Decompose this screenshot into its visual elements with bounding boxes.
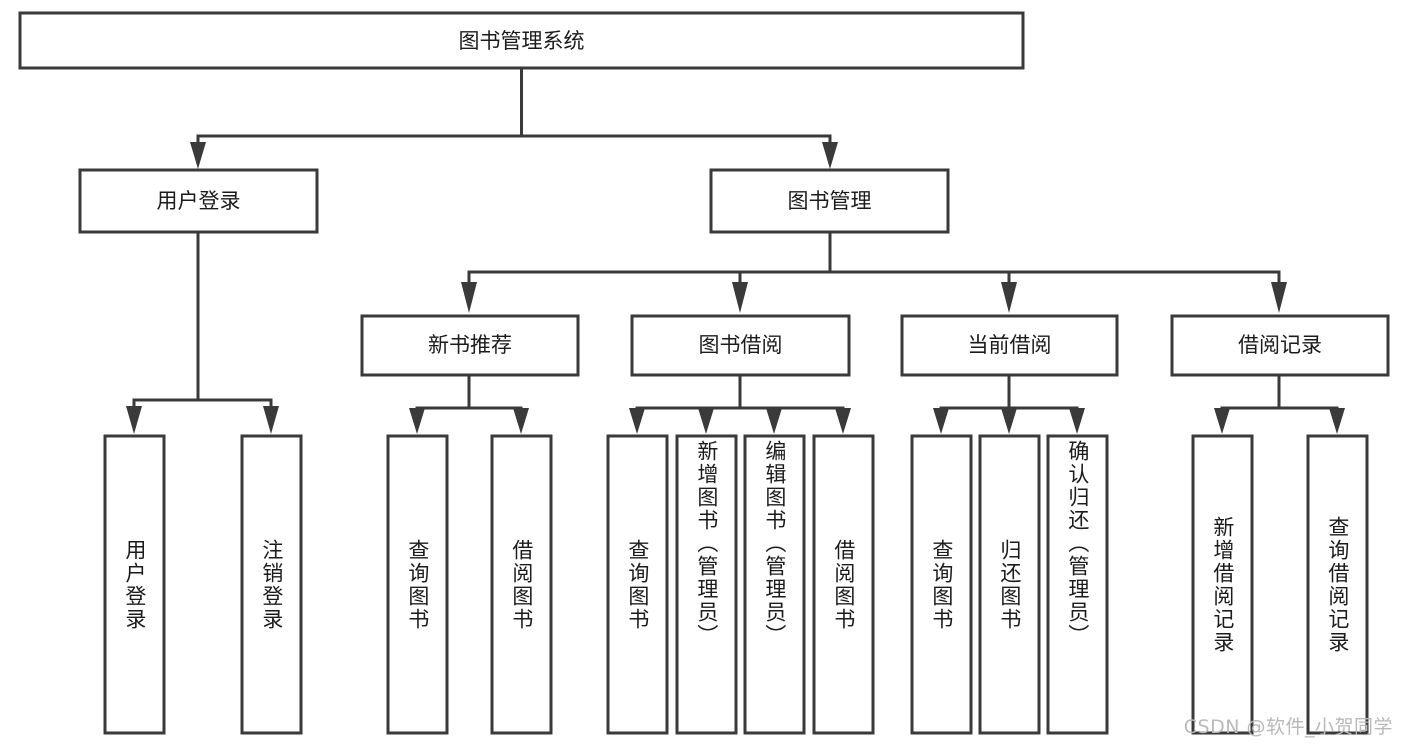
arrow-head-nbr-leaf-1 xyxy=(409,408,425,434)
leaf-box-borrow-book-2[interactable] xyxy=(812,434,875,735)
leaf-box-edit-book[interactable] xyxy=(743,434,806,735)
node-borrow-record[interactable]: 借阅记录 xyxy=(1170,314,1390,377)
node-user-login[interactable]: 用户登录 xyxy=(78,168,319,234)
node-book-manage[interactable]: 图书管理 xyxy=(709,168,950,234)
node-new-book-rec[interactable]: 新书推荐 xyxy=(360,314,580,377)
node-new-book-rec-box[interactable] xyxy=(360,314,580,377)
node-book-manage-box[interactable] xyxy=(709,168,950,234)
node-new-book-rec-label: 新书推荐 xyxy=(428,333,512,357)
leaf-box-query-record[interactable] xyxy=(1306,434,1369,735)
leaf-box-user-login[interactable] xyxy=(103,434,166,735)
node-borrow-record-label: 借阅记录 xyxy=(1238,333,1322,357)
arrow-head-cb-leaf-1 xyxy=(933,408,949,434)
leaf-box-add-record[interactable] xyxy=(1191,434,1254,735)
node-user-login-box[interactable] xyxy=(78,168,319,234)
arrow-head-br-leaf-2 xyxy=(1329,408,1345,434)
arrow-head-br-leaf-1 xyxy=(1214,408,1230,434)
arrow-head-new-book-rec xyxy=(461,282,477,313)
arrow-head-bb-leaf-4 xyxy=(835,408,851,434)
leaf-box-return-book[interactable] xyxy=(978,434,1041,735)
arrow-head-cb-leaf-2 xyxy=(1001,408,1017,434)
arrow-head-leaf-logout xyxy=(263,406,279,434)
node-user-login-label: 用户登录 xyxy=(157,189,241,213)
node-root-label: 图书管理系统 xyxy=(459,29,585,53)
leaf-box-confirm-return[interactable] xyxy=(1046,434,1109,735)
node-borrow-record-box[interactable] xyxy=(1170,314,1390,377)
node-root[interactable]: 图书管理系统 xyxy=(18,11,1025,70)
arrow-head-borrow-record xyxy=(1271,282,1287,313)
node-current-borrow-box[interactable] xyxy=(900,314,1119,377)
leaf-box-add-book[interactable] xyxy=(675,434,738,735)
node-book-borrow-label: 图书借阅 xyxy=(699,333,783,357)
arrow-head-user-login xyxy=(190,142,206,169)
node-book-borrow-box[interactable] xyxy=(630,314,851,377)
arrow-head-nbr-leaf-2 xyxy=(513,408,529,434)
leaf-box-query-book-3[interactable] xyxy=(910,434,973,735)
arrow-head-book-borrow xyxy=(732,282,748,313)
node-book-borrow[interactable]: 图书借阅 xyxy=(630,314,851,377)
connector-layer xyxy=(126,66,1345,434)
arrow-head-bb-leaf-3 xyxy=(766,408,782,434)
leaf-box-logout[interactable] xyxy=(240,434,303,735)
leaf-box-query-book-1[interactable] xyxy=(386,434,449,735)
arrow-head-bb-leaf-2 xyxy=(698,408,714,434)
leaf-box-query-book-2[interactable] xyxy=(606,434,669,735)
node-root-box[interactable] xyxy=(18,11,1025,70)
node-current-borrow-label: 当前借阅 xyxy=(968,333,1052,357)
csdn-watermark: CSDN @软件_小贺同学 xyxy=(1183,716,1393,738)
arrow-head-current-borrow xyxy=(1001,282,1017,313)
arrow-head-book-manage xyxy=(822,142,838,169)
node-book-manage-label: 图书管理 xyxy=(788,189,872,213)
leaf-boxes-layer xyxy=(103,434,1369,735)
arrow-head-bb-leaf-1 xyxy=(629,408,645,434)
arrow-head-leaf-user-login xyxy=(126,406,142,434)
leaf-box-borrow-book-1[interactable] xyxy=(490,434,553,735)
node-current-borrow[interactable]: 当前借阅 xyxy=(900,314,1119,377)
arrow-head-cb-leaf-3 xyxy=(1069,408,1085,434)
